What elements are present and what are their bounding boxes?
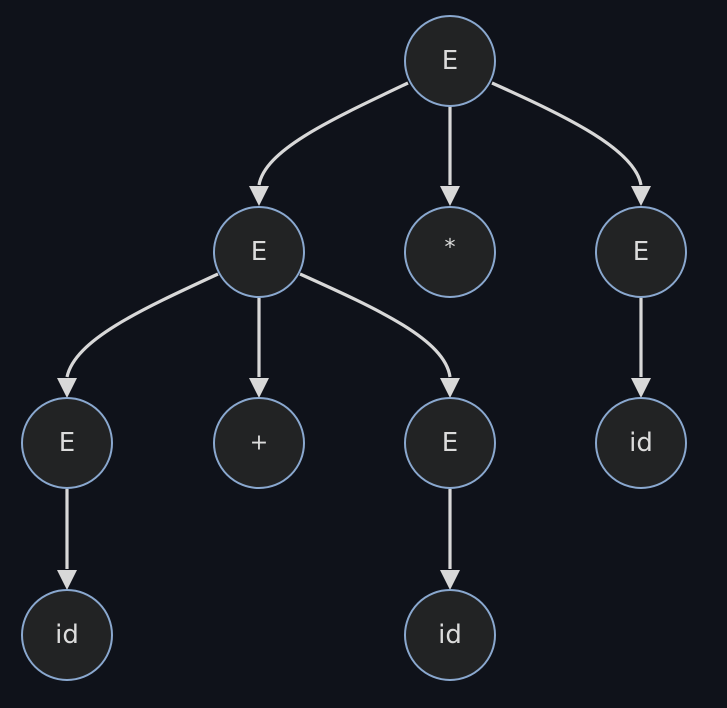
node-lr-id-circle: [404, 589, 496, 681]
node-star-label: *: [445, 236, 456, 261]
node-plus-circle: [213, 397, 305, 489]
node-ll-id-label: id: [55, 620, 79, 650]
arrowhead-plus: [249, 378, 269, 398]
edge-root-to-right-e: [491, 81, 643, 186]
node-right-id-label: id: [629, 428, 653, 458]
node-ll-id-circle: [21, 589, 113, 681]
node-lr-id: id: [404, 589, 496, 681]
node-lr-e-label: E: [442, 428, 458, 458]
arrowhead-star: [440, 186, 460, 206]
node-ll-e: E: [21, 397, 113, 489]
node-star-circle: [404, 206, 496, 298]
edge-left-e-to-ll-e: [65, 272, 219, 378]
node-root: E: [404, 15, 496, 107]
node-root-label: E: [442, 46, 458, 76]
arrowhead-lr-id: [440, 570, 460, 590]
edge-root-to-left-e: [257, 81, 409, 186]
arrowhead-left-e: [249, 186, 269, 206]
node-left-e-label: E: [251, 237, 267, 267]
node-plus-label: +: [250, 431, 268, 456]
node-root-circle: [404, 15, 496, 107]
edges: [57, 81, 651, 590]
node-star: *: [404, 206, 496, 298]
node-left-e: E: [213, 206, 305, 298]
node-ll-e-circle: [21, 397, 113, 489]
node-right-id: id: [595, 397, 687, 489]
node-right-e-label: E: [633, 237, 649, 267]
node-lr-e: E: [404, 397, 496, 489]
node-ll-id: id: [21, 589, 113, 681]
node-right-id-circle: [595, 397, 687, 489]
node-right-e: E: [595, 206, 687, 298]
node-ll-e-label: E: [59, 428, 75, 458]
arrowhead-ll-e: [57, 378, 77, 398]
node-lr-e-circle: [404, 397, 496, 489]
node-right-e-circle: [595, 206, 687, 298]
node-plus: +: [213, 397, 305, 489]
arrowhead-right-id: [631, 378, 651, 398]
edge-left-e-to-lr-e: [299, 272, 452, 378]
node-left-e-circle: [213, 206, 305, 298]
arrowhead-right-e: [631, 186, 651, 206]
arrowhead-ll-id: [57, 570, 77, 590]
node-lr-id-label: id: [438, 620, 462, 650]
arrowhead-lr-e: [440, 378, 460, 398]
